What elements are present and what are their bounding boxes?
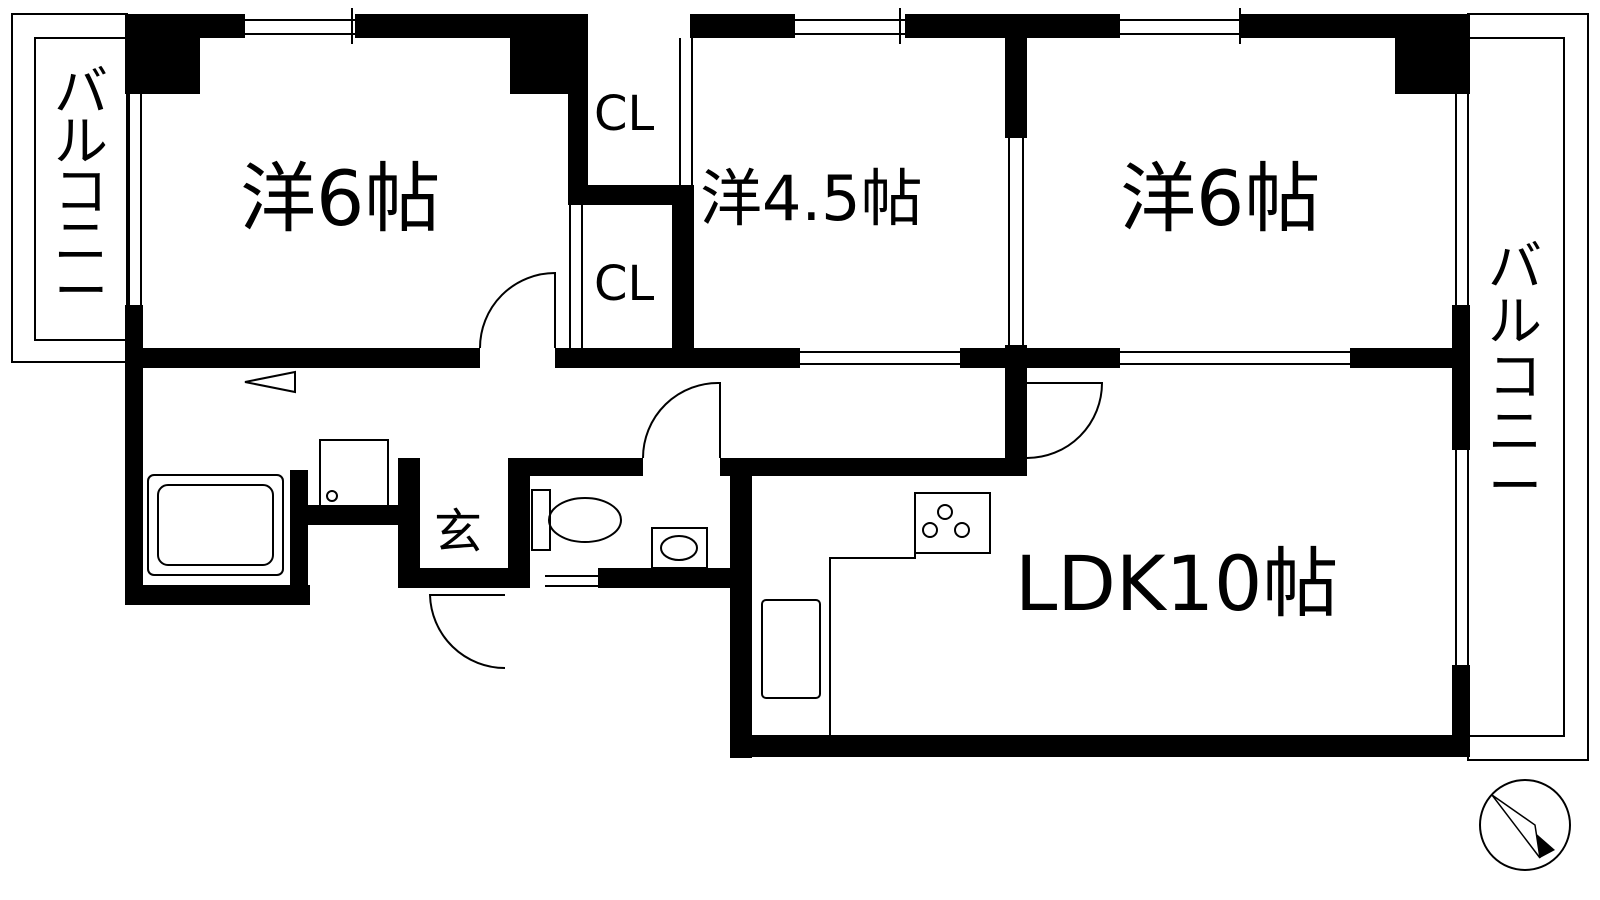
svg-text:ル: ル [54, 110, 108, 173]
windows [128, 8, 1469, 665]
svg-text:コ: コ [54, 160, 108, 223]
room-label-closet-upper: CL [594, 86, 655, 142]
north-arrow-icon [1479, 779, 1571, 871]
svg-text:バ: バ [54, 60, 108, 123]
stove-icon [914, 492, 991, 554]
svg-text:ニ: ニ [54, 210, 108, 273]
toilet-icon [548, 497, 622, 543]
refrigerator-icon [761, 599, 821, 699]
svg-text:コ: コ [1488, 345, 1542, 408]
room-label-entrance: 玄 [434, 504, 482, 560]
room-label-closet-lower: CL [594, 256, 655, 312]
sink-icon [651, 527, 708, 569]
fixtures [147, 439, 991, 735]
svg-text:ル: ル [1488, 290, 1542, 353]
doors [244, 271, 1104, 669]
svg-text:ー: ー [54, 260, 108, 323]
bathtub-icon [147, 474, 284, 576]
room-label-east-bedroom: 洋6帖 [1120, 154, 1320, 243]
svg-text:ニ: ニ [1488, 400, 1542, 463]
washing-machine-icon [319, 439, 389, 509]
room-label-west-bedroom: 洋6帖 [240, 154, 440, 243]
room-label-ldk: LDK10帖 [1015, 539, 1338, 628]
balcony-label-west: バ ル コ ニ ー [54, 60, 108, 323]
walls [125, 14, 1470, 758]
svg-text:バ: バ [1488, 235, 1542, 298]
svg-text:ー: ー [1488, 455, 1542, 518]
balcony-label-east: バ ル コ ニ ー [1488, 235, 1542, 518]
room-label-middle-bedroom: 洋4.5帖 [700, 162, 923, 235]
